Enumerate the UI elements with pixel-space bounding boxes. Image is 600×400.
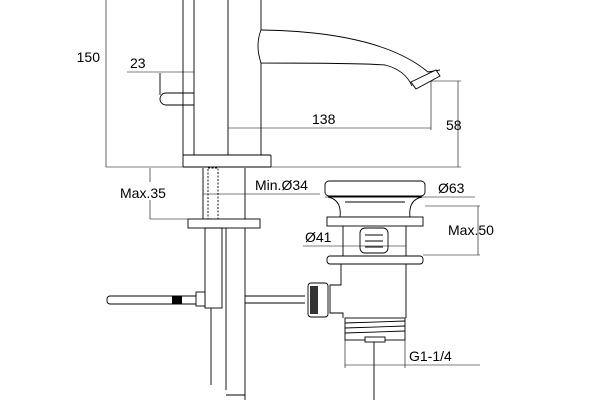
spout xyxy=(257,29,441,90)
dimension-d41: Ø41 xyxy=(303,229,406,247)
dim-label-23: 23 xyxy=(130,55,146,71)
dim-label-d41: Ø41 xyxy=(305,229,332,245)
dimension-min-d34: Min.Ø34 xyxy=(203,177,320,195)
mounting-shank xyxy=(187,167,261,400)
dim-label-150: 150 xyxy=(77,49,101,65)
dimension-max35: Max.35 xyxy=(118,168,188,220)
dim-label-58: 58 xyxy=(446,117,462,133)
dim-label-max50: Max.50 xyxy=(448,222,494,238)
dim-label-max35: Max.35 xyxy=(120,185,166,201)
dimension-g1-1-4: G1-1/4 xyxy=(344,340,480,368)
dimension-138: 138 xyxy=(228,81,432,130)
lever-handle xyxy=(159,73,194,106)
dimension-58: 58 xyxy=(431,80,462,167)
dim-label-min-d34: Min.Ø34 xyxy=(255,177,308,193)
dimension-150: 150 xyxy=(77,0,461,168)
dimension-d63: Ø63 xyxy=(325,180,475,198)
faucet-body xyxy=(182,0,272,168)
dim-label-138: 138 xyxy=(312,111,336,127)
dimension-max50: Max.50 xyxy=(423,205,494,256)
pop-up-rod xyxy=(106,291,305,307)
pop-up-waste xyxy=(307,180,426,400)
dim-label-d63: Ø63 xyxy=(438,180,465,196)
dim-label-g1-1-4: G1-1/4 xyxy=(409,348,452,364)
dimension-23: 23 xyxy=(127,55,194,73)
